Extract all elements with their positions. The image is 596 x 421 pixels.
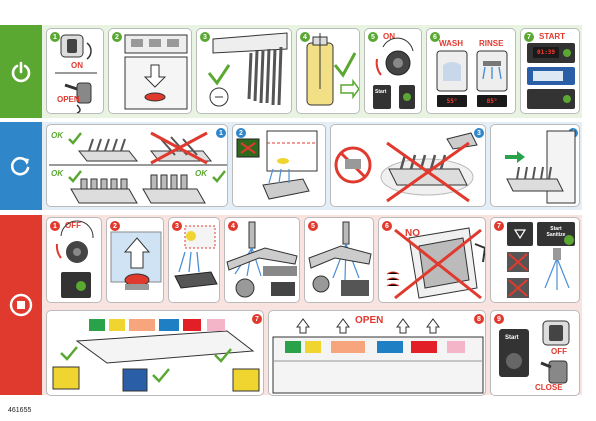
step-number: 6 <box>382 221 392 231</box>
loading-step-4-panel: 4 <box>490 124 580 207</box>
end-step-4-panel: 4 <box>224 217 300 303</box>
start-step-4-panel: 4 <box>296 28 360 114</box>
off-label: OFF <box>65 221 81 230</box>
water-valve-icon <box>55 34 97 113</box>
start-step-2-panel: 2 <box>108 28 192 114</box>
rack-push-in-icon <box>505 130 576 204</box>
step-number: 5 <box>368 32 378 42</box>
rinse-arm-cleaning-icon <box>226 221 298 298</box>
step-number: 7 <box>252 314 262 324</box>
drain-plug-icon <box>110 231 162 290</box>
start-step-3-panel: 3 <box>196 28 292 114</box>
wash-temp-display: 55° <box>437 95 467 107</box>
curtain-hanging-icon <box>207 32 288 107</box>
wash-label: WASH <box>439 39 463 48</box>
document-number: 461655 <box>8 407 32 414</box>
step-number: 4 <box>300 32 310 42</box>
detergent-bottle-icon <box>306 33 359 106</box>
step-number: 5 <box>308 221 318 231</box>
open-label: OPEN <box>355 315 384 326</box>
step-number: 4 <box>228 221 238 231</box>
end-step-7b-panel: 7 <box>46 310 264 396</box>
loading-step-2-panel: 2 <box>232 124 326 207</box>
step-number: 7 <box>524 32 534 42</box>
rotary-switch-off-icon <box>55 220 94 298</box>
start-step-6-panel: 6 WASH RINSE 55° 85° <box>426 28 516 114</box>
no-high-pressure-cleaning-icon <box>386 227 485 300</box>
filter-removal-icon <box>174 225 218 289</box>
step-number: 3 <box>172 221 182 231</box>
end-step-2-panel: 2 <box>106 217 164 303</box>
rinse-temp-display: 85° <box>477 95 507 107</box>
step-number: 2 <box>110 221 120 231</box>
power-icon <box>0 25 42 118</box>
control-panel-icon <box>527 43 575 109</box>
ok-label: OK <box>51 131 63 140</box>
step-number: 1 <box>50 32 60 42</box>
loading-step-1-panel: 1 OK OK OK <box>46 124 228 207</box>
dishwasher-machine-icon <box>124 34 188 110</box>
refresh-icon <box>0 122 42 210</box>
end-step-1-panel: 1 OFF <box>46 217 102 303</box>
shutdown-close-valve-icon <box>499 320 570 384</box>
timer-display: 01:39 <box>533 47 559 58</box>
rotary-switch-icon <box>373 37 415 109</box>
rinse-label: RINSE <box>479 39 504 48</box>
step-number: 2 <box>236 128 246 138</box>
loading-step-3-panel: 3 <box>330 124 486 207</box>
no-label: NO <box>405 228 420 239</box>
wash-rinse-tank-icon <box>436 50 508 92</box>
off-label: OFF <box>551 347 567 356</box>
open-label: OPEN <box>57 95 80 104</box>
ok-label: OK <box>195 169 207 178</box>
start-sanitize-label: Start Sanitize <box>546 226 566 238</box>
rack-insertion-icon <box>236 130 318 200</box>
step-number: 1 <box>216 128 226 138</box>
on-label: ON <box>383 32 395 41</box>
no-prewash-spray-icon <box>334 132 478 203</box>
start-step-7-panel: 7 START 01:39 <box>520 28 580 114</box>
open-doors-icon <box>272 318 484 394</box>
sanitize-cycle-icon <box>507 222 575 298</box>
step-number: 6 <box>430 32 440 42</box>
step-number: 9 <box>494 314 504 324</box>
stop-icon <box>0 215 42 395</box>
step-number: 7 <box>494 221 504 231</box>
step-number: 3 <box>200 32 210 42</box>
step-number: 2 <box>112 32 122 42</box>
start-label: START <box>539 32 566 41</box>
step-number: 3 <box>474 128 484 138</box>
end-step-7a-panel: 7 Start Sanitize <box>490 217 580 303</box>
start-button-label: Start <box>375 89 387 95</box>
wash-arm-cleaning-icon <box>308 221 372 296</box>
ok-label: OK <box>51 169 63 178</box>
close-label: CLOSE <box>535 383 563 392</box>
end-step-8-panel: 8 OPEN <box>268 310 486 396</box>
end-step-3-panel: 3 <box>168 217 220 303</box>
on-label: ON <box>71 61 83 70</box>
end-step-9-panel: 9 Start OFF CLOSE <box>490 310 580 396</box>
start-step-1-panel: 1 ON OPEN <box>46 28 104 114</box>
start-button-label: Start <box>505 335 519 341</box>
end-step-5-panel: 5 <box>304 217 374 303</box>
start-step-5-panel: 5 ON Start <box>364 28 422 114</box>
during-band <box>0 122 42 210</box>
rack-loading-icon <box>49 131 227 204</box>
step-number: 8 <box>474 314 484 324</box>
step-number: 1 <box>50 221 60 231</box>
curtain-removal-icon <box>52 319 260 392</box>
end-step-6-panel: 6 NO <box>378 217 486 303</box>
